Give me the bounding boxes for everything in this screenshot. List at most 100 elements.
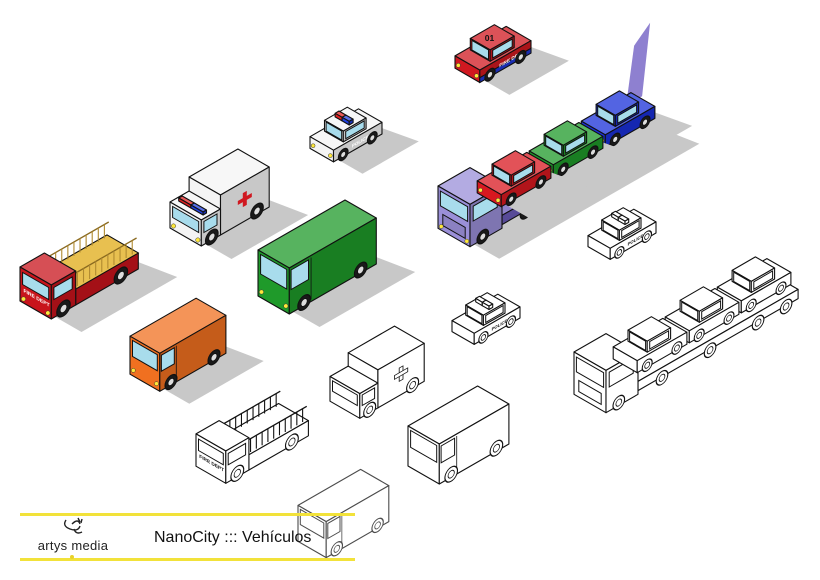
side-window <box>513 163 534 184</box>
ladder-rail <box>47 221 110 258</box>
shadow <box>473 44 569 95</box>
wheel-icon <box>515 49 527 65</box>
wheel-icon <box>779 298 793 315</box>
ladder-rail <box>248 405 308 441</box>
side-window <box>485 304 504 324</box>
outline-ambulance <box>329 325 425 419</box>
carried-car <box>476 150 589 219</box>
wheel-icon <box>609 132 621 147</box>
hub <box>616 249 623 256</box>
windshield <box>545 135 563 156</box>
cross-h <box>394 367 409 380</box>
wheel-icon <box>478 331 489 344</box>
side-window <box>203 213 218 234</box>
wheel-icon <box>671 341 683 355</box>
ramp-panel <box>626 22 651 106</box>
ladder-rail <box>222 390 281 425</box>
side-window <box>160 346 175 373</box>
headlight <box>171 223 176 229</box>
windshield <box>410 429 438 464</box>
siren-blue-side <box>488 303 494 311</box>
wheel-icon <box>230 464 245 482</box>
cross-h <box>237 192 252 206</box>
wheel-icon <box>476 228 490 245</box>
hub <box>208 232 216 242</box>
side-window <box>227 442 247 466</box>
hub <box>333 544 341 553</box>
wheel-icon <box>693 328 705 343</box>
hub <box>479 232 487 241</box>
outline-car: POLICE <box>587 207 657 260</box>
wheel-icon <box>113 266 129 285</box>
outline-van <box>297 468 390 559</box>
windshield <box>172 205 200 234</box>
side-window <box>701 300 722 320</box>
windshield <box>597 105 615 126</box>
wheel-icon <box>366 131 378 145</box>
shadow <box>276 252 416 327</box>
side-window <box>440 437 456 464</box>
siren-blue-side <box>202 209 208 216</box>
artys-media-logo: artys media <box>28 516 118 560</box>
headlight <box>464 238 470 244</box>
wheel-icon <box>612 394 626 411</box>
shadow <box>188 195 309 259</box>
grille <box>442 213 466 240</box>
side-window <box>290 259 309 291</box>
hub <box>642 118 648 126</box>
banner-top-line <box>20 513 355 516</box>
headlight <box>21 296 26 302</box>
wheel-icon <box>406 376 420 394</box>
side-window <box>345 120 365 140</box>
red-cross-icon <box>394 365 409 382</box>
headlight <box>195 237 201 243</box>
hub <box>59 303 68 314</box>
windshield <box>681 301 699 322</box>
hub <box>210 353 218 362</box>
headlight <box>130 368 136 373</box>
side-window <box>361 387 376 407</box>
carried-car <box>612 316 688 374</box>
side-window <box>53 276 73 301</box>
hub <box>644 361 651 369</box>
hub <box>726 314 732 322</box>
headlight <box>474 73 479 79</box>
outline-carrier <box>573 256 799 414</box>
hub <box>357 265 365 275</box>
windshield <box>733 271 751 292</box>
side-window <box>753 270 774 291</box>
hub <box>288 437 296 447</box>
logo-text: artys media <box>37 538 109 553</box>
headlight <box>438 224 444 229</box>
red-cross-icon <box>237 190 252 208</box>
siren-blue-side <box>624 218 630 226</box>
bee-logo-icon <box>63 517 83 534</box>
headlight <box>495 197 501 203</box>
outline-car: POLICE <box>451 292 521 345</box>
side-window <box>492 38 513 59</box>
wheel-icon <box>641 358 653 373</box>
side-window <box>617 104 638 125</box>
hub <box>778 284 784 292</box>
wheel-icon <box>703 342 717 359</box>
banner-bottom-line <box>20 558 355 561</box>
headlight <box>328 153 333 158</box>
wheel-icon <box>587 145 599 159</box>
wheel-icon <box>745 298 757 313</box>
hub <box>480 334 487 341</box>
wheel-icon <box>484 67 496 82</box>
van <box>257 199 416 327</box>
grille <box>578 379 602 406</box>
hub <box>538 178 544 186</box>
headlight <box>455 63 461 68</box>
roof-number: 01 <box>485 33 495 43</box>
wheel-icon <box>363 401 377 418</box>
wheel-icon <box>639 115 651 130</box>
hub <box>748 301 755 309</box>
wheel-icon <box>641 230 653 243</box>
shadow <box>495 170 589 219</box>
hub <box>612 135 619 143</box>
hub <box>369 134 376 142</box>
